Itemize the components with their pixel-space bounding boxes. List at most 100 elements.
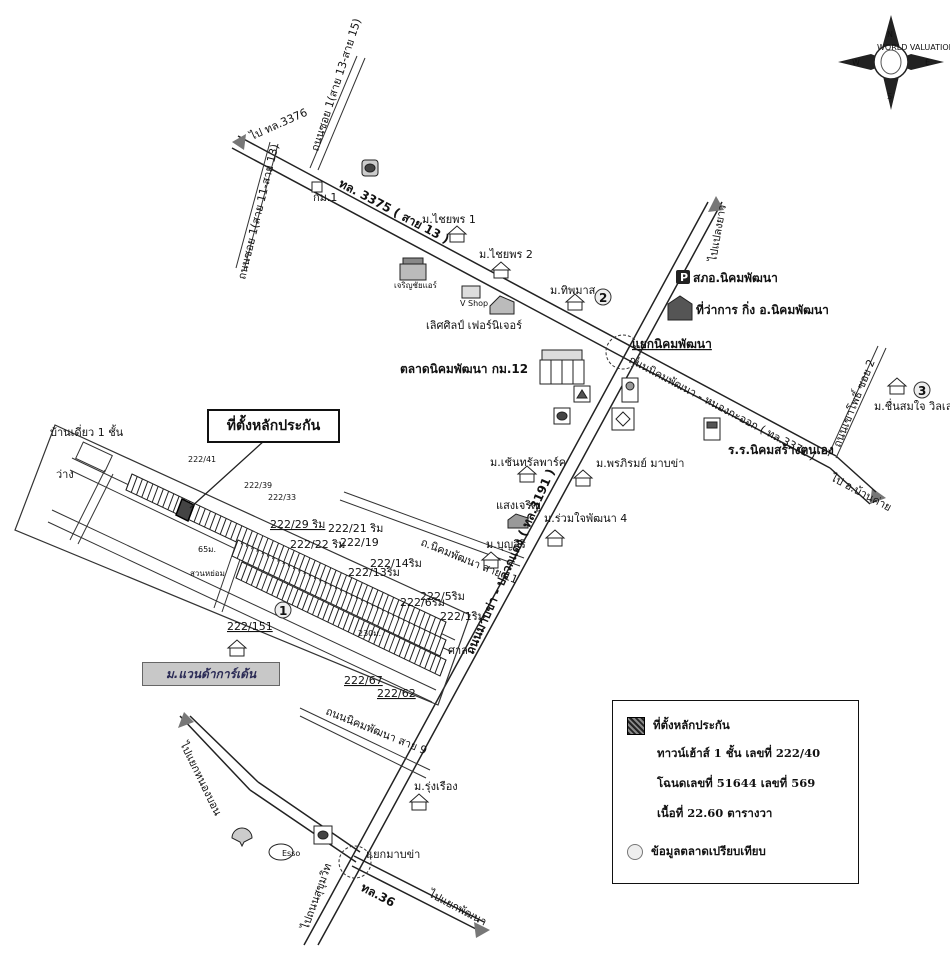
label-to-3376: ไป ทล.3376: [247, 106, 309, 143]
label-km1: กม.1: [313, 191, 337, 204]
legend-line-1: ทาวน์เฮ้าส์ 1 ชั้น เลขที่ 222/40: [657, 746, 821, 760]
road-nikhom-sai-9: [299, 707, 431, 771]
svg-text:2: 2: [599, 291, 607, 305]
shell-logo-icon: [231, 827, 253, 848]
school-icon: [703, 417, 721, 441]
label-lertsilp: เลิศศิลป์ เฟอร์นิเจอร์: [426, 319, 522, 332]
label-police: สภอ.นิคมพัฒนา: [693, 271, 778, 285]
estate-road: [77, 473, 114, 545]
warehouse-icon: [489, 295, 515, 315]
bank-icon: [553, 407, 571, 425]
comparison-marker: 3: [913, 381, 931, 399]
house-icon: [572, 469, 594, 487]
compass-south: S: [887, 92, 892, 101]
office-building-icon: [667, 295, 693, 321]
label-route-3375: ทล. 3375 ( สาย 13 ): [337, 176, 452, 246]
label-junction-map-kha: แยกมาบข่า: [366, 848, 420, 861]
road-soi-13-15: [317, 57, 366, 171]
svg-text:1: 1: [279, 604, 287, 618]
estate-road: [51, 509, 437, 691]
label-to-nong-bon: ไปแยกหนองบอน: [177, 739, 225, 818]
road-to-nong-bon: [257, 781, 361, 853]
legend-line-3: เนื้อที่ 22.60 ตารางวา: [657, 806, 773, 820]
label-ruamjai: ม.ร่วมใจพัฒนา 4: [544, 512, 627, 525]
label-sala: ศาลา: [448, 644, 474, 657]
estate-road: [213, 531, 241, 609]
arrow-icon: [232, 134, 246, 150]
comparison-circle-icon: [627, 844, 643, 860]
road-route-36: [353, 855, 485, 923]
label-chuensomjai: ม.ชื่นสมใจ วิลเลจ: [874, 398, 950, 413]
bank-icon: [313, 825, 333, 845]
label-nikhom-sai-9: ถนนนิคมพัฒนา สาย 9: [324, 705, 429, 758]
label-school: ร.ร.นิคมสร้างตนเอง: [728, 443, 834, 457]
lot-label: 222/151: [227, 620, 273, 633]
legend-compare: ข้อมูลตลาดเปรียบเทียบ: [651, 844, 766, 858]
road-to-nong-bon: [179, 715, 251, 791]
label-junction-nikhom: แยกนิคมพัฒนา: [632, 337, 712, 351]
label-vacant: ว่าง: [56, 468, 74, 481]
lot-label: 222/6ริม: [400, 596, 445, 609]
compass-east: E: [925, 58, 930, 67]
townhouse-rows: [125, 473, 447, 677]
label-chenthong: ม.เช้นทรัลพาร์ค: [490, 456, 566, 469]
comparison-marker: 2: [594, 288, 612, 306]
village-label-box: ม.แวนด้าการ์เด้น: [142, 662, 280, 686]
road-soi-13-15: [309, 55, 358, 169]
legend-compare-row: ข้อมูลตลาดเปรียบเทียบ: [627, 843, 766, 861]
label-soi-11-13: ถนนซอย 1(สาย 11-สาย 13): [235, 143, 281, 281]
label-chaiyaporn-2: ม.ไชยพร 2: [479, 248, 533, 261]
label-kho-pho-2: ถนนเขาโพธิ์ ซอย 2: [829, 357, 878, 449]
junction-map-kha: [338, 845, 372, 879]
label-soi-13-15: ถนนซอย 1(สาย 13-สาย 15): [308, 17, 363, 153]
label-v-shop: V Shop: [460, 299, 488, 308]
label-district-office: ที่ว่าการ กิ่ง อ.นิคมพัฒนา: [696, 301, 829, 317]
lot-label: 222/14ริม: [370, 557, 422, 570]
junction-nikhom: [605, 334, 641, 370]
legend-line-2: โฉนดเลขที่ 51644 เลขที่ 569: [657, 776, 816, 790]
house-icon: [446, 225, 468, 243]
label-esso: Esso: [282, 849, 300, 858]
subject-lot-marker: [175, 497, 195, 523]
road-route-3375: [231, 134, 886, 505]
subject-location-box: ที่ตั้งหลักประกัน: [207, 409, 340, 443]
house-icon: [564, 293, 586, 311]
road-soi-11-13: [243, 143, 279, 271]
subject-callout-line: [189, 439, 266, 509]
lot-label: 222/39: [244, 481, 272, 490]
house-icon: [480, 551, 502, 569]
label-sang-charoen: แสงเจริญ: [496, 499, 541, 512]
distance-label: 65ม.: [198, 545, 216, 554]
lot-label: 222/21 ริม: [328, 522, 383, 535]
lot-label: 222/1ริม: [440, 610, 485, 623]
arrow-icon: [474, 922, 490, 938]
road-soi-11-13: [235, 141, 271, 269]
lot-label: 222/67: [344, 674, 383, 687]
hatch-swatch-icon: [627, 717, 645, 735]
house-plot: [75, 441, 113, 473]
compass-brand: WORLD VALUATION: [877, 43, 950, 52]
compass-north: N: [887, 30, 893, 39]
estate-road: [47, 521, 433, 703]
house-icon: [490, 261, 512, 279]
compass-rose-icon: N S E W WORLD VALUATION: [838, 15, 950, 110]
house-icon: [516, 465, 538, 483]
lot-label: 222/13ริม: [348, 566, 400, 579]
road-route-3191: [303, 196, 724, 946]
compass-west: W: [852, 58, 860, 67]
lot-label: 222/19: [340, 536, 379, 549]
market-building-icon: [539, 349, 585, 385]
label-thippamas: ม.ทิพมาส: [550, 284, 596, 297]
label-to-ban-khai: ไป อ.บ้านค่าย: [828, 471, 894, 514]
svg-text:P: P: [680, 271, 688, 284]
bank-icon: [361, 159, 379, 177]
store-icon: [461, 285, 481, 299]
house-icon: [544, 529, 566, 547]
legend-title: ที่ตั้งหลักประกัน: [653, 718, 730, 732]
lot-label: 222/41: [188, 455, 216, 464]
temple-icon: [621, 377, 639, 403]
bank-icon: [611, 407, 635, 431]
factory-icon: [507, 513, 529, 529]
road-kho-pho-2: [835, 347, 887, 459]
estate-road: [69, 469, 106, 541]
